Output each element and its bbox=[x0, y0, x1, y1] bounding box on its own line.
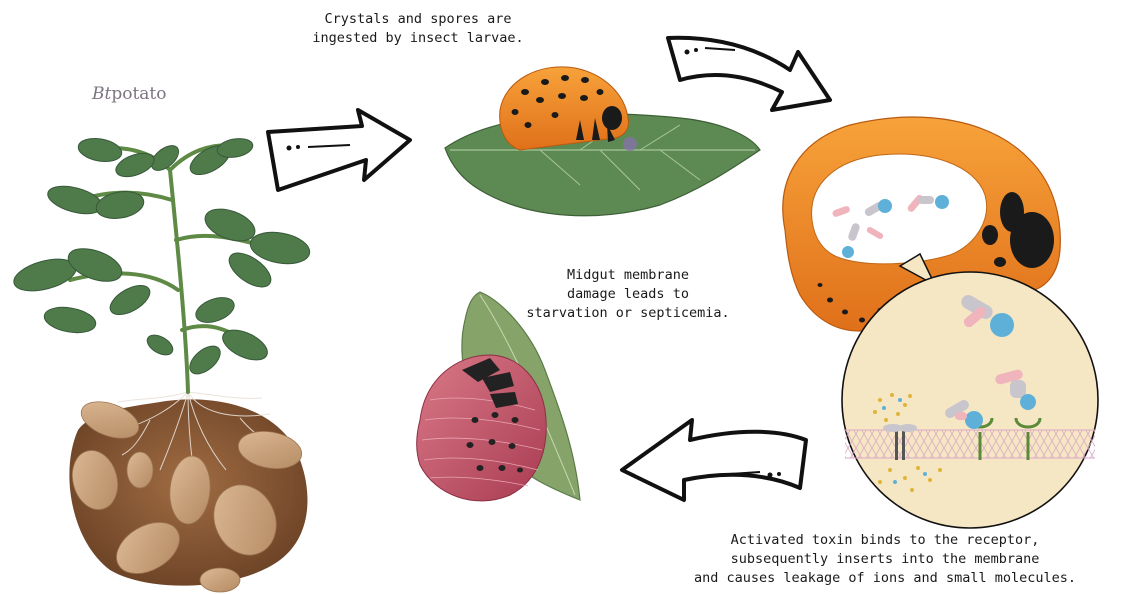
caption-line: and causes leakage of ions and small mol… bbox=[640, 569, 1130, 588]
caption-line: damage leads to bbox=[508, 285, 748, 304]
plant-label-italic: Bt bbox=[92, 84, 111, 104]
caption-damage: Midgut membrane damage leads to starvati… bbox=[508, 266, 748, 323]
caption-line: Midgut membrane bbox=[508, 266, 748, 285]
caption-line: subsequently inserts into the membrane bbox=[640, 550, 1130, 569]
caption-line: Activated toxin binds to the receptor, bbox=[640, 531, 1130, 550]
caption-line: Crystals and spores are bbox=[268, 10, 568, 29]
caption-line: starvation or septicemia. bbox=[508, 304, 748, 323]
arrow-left-icon bbox=[622, 420, 806, 500]
caption-binding: Activated toxin binds to the receptor, s… bbox=[640, 531, 1130, 588]
leaves bbox=[10, 135, 312, 379]
membrane-bilayer bbox=[845, 430, 1095, 458]
dying-larva-on-leaf bbox=[417, 292, 580, 501]
arrow-right-icon bbox=[268, 110, 410, 190]
zoom-circle-membrane bbox=[842, 272, 1098, 528]
caption-line: ingested by insect larvae. bbox=[268, 29, 568, 48]
plant-label: Btpotato bbox=[92, 84, 166, 104]
arrow-right-icon bbox=[668, 38, 830, 110]
caption-ingestion: Crystals and spores are ingested by inse… bbox=[268, 10, 568, 48]
plant-label-rest: potato bbox=[111, 84, 166, 104]
leaf-with-larva bbox=[445, 67, 760, 216]
potato-plant-illustration bbox=[10, 135, 312, 592]
